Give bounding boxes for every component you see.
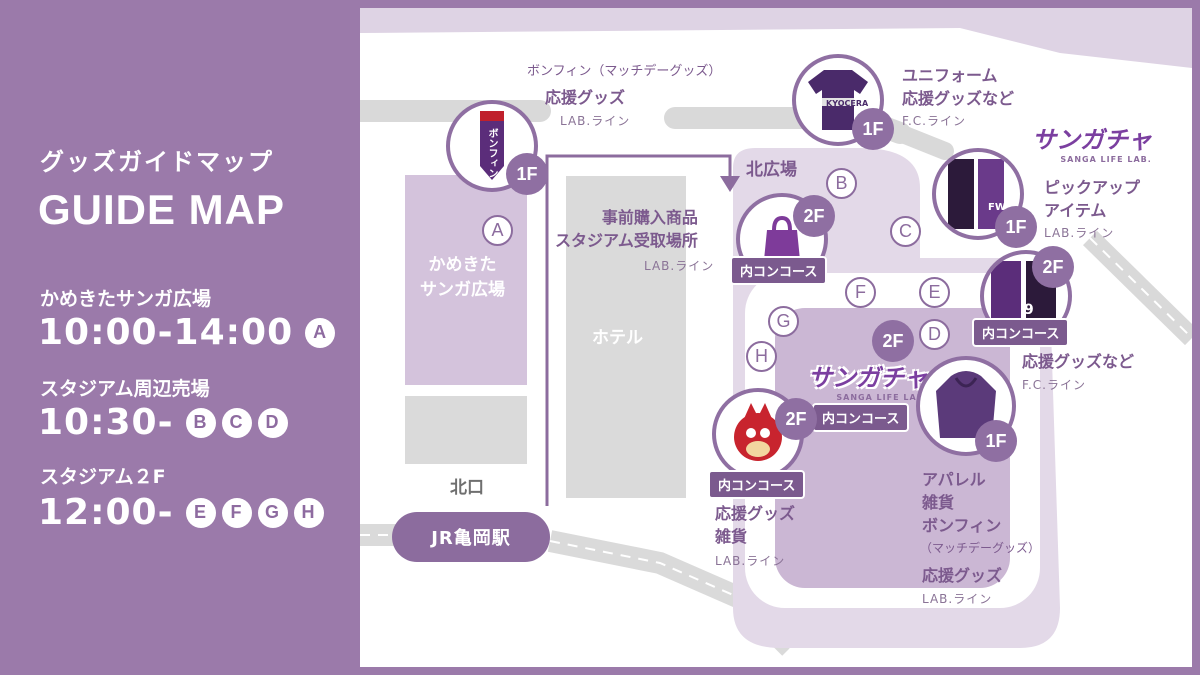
pin-e[interactable]: E [919,277,950,308]
pin-h[interactable]: H [746,341,777,372]
sangacha-logo-top-text: サンガチャ [1032,126,1152,154]
floor-preorder: 2F [793,195,835,237]
bonfin-flag-text: ボンフィン [486,128,497,178]
building-block [405,396,527,464]
kamekita-label: かめきたサンガ広場 [420,255,505,300]
pickup-fw-tag: FW [988,202,1006,213]
schedule-label-e: スタジアム２F [40,466,166,488]
floor-pickup: 1F [995,206,1037,248]
jr-station[interactable]: JR亀岡駅 [392,512,550,562]
floor-gacha: 2F [872,320,914,362]
tag-preorder: 内コンコース [730,256,828,285]
preorder-title: 事前購入商品スタジアム受取場所 [555,208,698,251]
uniform-title: ユニフォーム応援グッズなど [902,66,1015,109]
walk-path [545,154,732,506]
badge-h: H [293,497,324,528]
hotel-block [566,176,686,498]
pin-b[interactable]: B [826,168,857,199]
schedule-time-e-text: 12:00- [38,492,174,533]
pin-d[interactable]: D [919,319,950,350]
badge-b: B [185,407,216,438]
preorder-line: LAB.ライン [644,259,715,273]
pin-f[interactable]: F [845,277,876,308]
north-exit-label: 北口 [450,478,484,498]
badge-e: E [185,497,216,528]
apparel-title2: 応援グッズ [922,566,1003,585]
bonfin-top-sub: ボンフィン（マッチデーグッズ） [527,64,722,79]
kamekita-plaza [405,175,527,385]
tag-fc2f: 内コンコース [972,318,1070,347]
schedule-time-b-text: 10:30- [38,402,174,443]
schedule-time-a-text: 10:00-14:00 [38,312,294,353]
apparel-title-sub: （マッチデーグッズ） [920,541,1041,555]
schedule-label-b: スタジアム周辺売場 [40,378,210,400]
bonfin-top-title: 応援グッズ [545,88,626,107]
bonfin-top-line: LAB.ライン [560,114,631,128]
floor-uniform: 1F [852,108,894,150]
uniform-line: F.C.ライン [902,114,966,128]
sangacha-logo-center-text: サンガチャ [808,364,928,392]
sangacha-logo-top-sub: SANGA LIFE LAB. [1060,155,1152,164]
pin-g[interactable]: G [768,306,799,337]
badge-g: G [257,497,288,528]
floor-a: 1F [506,153,548,195]
schedule-time-e: 12:00- E F G H [38,492,324,533]
fc2f-number: 9 [1024,302,1034,318]
top-band [360,8,1192,68]
towel-icon [948,159,1004,229]
road-diag [891,124,954,160]
bubble-a[interactable]: ボンフィン [446,100,538,192]
badge-d: D [257,407,288,438]
road-right-dash [1089,237,1192,339]
sidebar: グッズガイドマップ GUIDE MAP かめきたサンガ広場 10:00-14:0… [0,0,360,675]
pin-c[interactable]: C [890,216,921,247]
jersey-icon [808,70,868,130]
schedule-time-a: 10:00-14:00 A [38,312,336,353]
h-title: 応援グッズ雑貨 [715,504,796,547]
fc2f-title: 応援グッズなど [1022,352,1135,371]
floor-h: 2F [775,398,817,440]
schedule-time-b: 10:30- B C D [38,402,288,443]
floor-apparel: 1F [975,420,1017,462]
fc2f-line: F.C.ライン [1022,378,1086,392]
bubble-uniform[interactable]: KYOCERA [792,54,884,146]
north-plaza-label: 北広場 [746,160,797,180]
apparel-title: アパレル雑貨ボンフィン [922,470,1002,536]
guide-title-jp: グッズガイドマップ [40,148,274,176]
mascot-icon [734,403,782,461]
jersey-brand: KYOCERA [826,99,869,108]
tag-h: 内コンコース [708,470,806,499]
badge-a: A [305,317,336,348]
bonfin-flag-icon [480,111,504,180]
floor-fc2f: 2F [1032,246,1074,288]
apparel-line: LAB.ライン [922,592,993,606]
h-line: LAB.ライン [715,554,786,568]
pickup-line: LAB.ライン [1044,226,1115,240]
guide-map: かめきたサンガ広場 ホテル 北広場 北口 JR亀岡駅 A B C D E F G… [360,8,1192,667]
tag-gacha: 内コンコース [812,403,910,432]
sangacha-logo-center-sub: SANGA LIFE LAB. [836,393,928,402]
hotel-label: ホテル [592,328,643,348]
walk-arrow-head [720,176,740,192]
guide-title-en: GUIDE MAP [38,186,286,233]
schedule-label-a: かめきたサンガ広場 [40,288,212,310]
pickup-title: ピックアップアイテム [1044,178,1141,221]
badge-c: C [221,407,252,438]
hoodie-icon [936,371,996,438]
badge-f: F [221,497,252,528]
shopping-bag-icon [764,215,800,260]
pin-a[interactable]: A [482,215,513,246]
